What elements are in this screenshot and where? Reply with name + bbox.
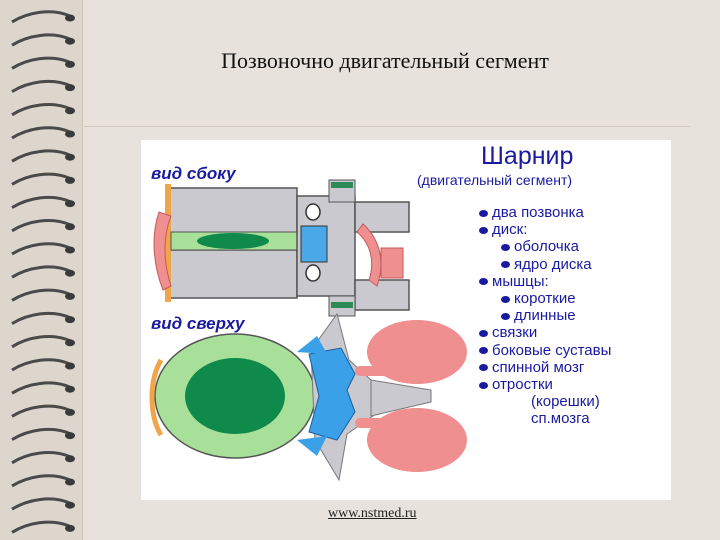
binding-ring <box>11 381 75 395</box>
binding-ring <box>11 427 75 441</box>
nerve-root-lower <box>297 436 327 456</box>
binding-ring <box>11 474 75 488</box>
short-muscle-top-upper <box>355 366 395 376</box>
binding-ring <box>11 33 75 47</box>
lower-vertebra-body <box>168 249 298 299</box>
list-item: ядро диска <box>479 256 611 273</box>
list-item: спинной мозг <box>479 359 611 376</box>
binding-ring <box>11 311 75 325</box>
bullet-icon <box>479 209 488 217</box>
header-rule <box>84 126 690 127</box>
list-item-label: оболочка <box>514 238 579 256</box>
binding-ring <box>11 497 75 511</box>
list-item-label: связки <box>492 324 538 342</box>
list-item-label: длинные <box>514 307 576 325</box>
motion-segment-figure: вид сбоку вид сверху Шарнир (двигательны… <box>141 140 671 500</box>
binding-ring <box>11 219 75 233</box>
list-item: отростки <box>479 376 611 393</box>
binding-ring <box>11 335 75 349</box>
list-item: сп.мозга <box>479 410 611 427</box>
list-item: связки <box>479 324 611 341</box>
binding-ring <box>11 10 75 24</box>
list-item-label: ядро диска <box>514 255 592 273</box>
spinous-process-top <box>370 379 432 417</box>
binding-ring <box>11 149 75 163</box>
list-item: (корешки) <box>479 393 611 410</box>
list-item-label: два позвонка <box>492 204 584 221</box>
binding-ring <box>11 79 75 93</box>
short-muscle-back <box>356 223 382 287</box>
margin-line <box>82 0 83 540</box>
binding-ring <box>11 56 75 70</box>
spinal-cord-side <box>300 225 328 263</box>
bullet-icon <box>479 347 488 355</box>
binding-ring <box>11 265 75 279</box>
list-item: диск: <box>479 221 611 238</box>
hinge-title: Шарнир <box>481 142 574 170</box>
binding-ring <box>11 451 75 465</box>
bullet-icon <box>501 261 510 269</box>
foramen-upper <box>305 203 321 221</box>
spinal-cord-top <box>308 347 356 441</box>
bullet-icon <box>479 329 488 337</box>
lower-spinous-process <box>354 279 410 311</box>
long-muscle-top-lower <box>367 408 467 472</box>
binding-ring <box>11 358 75 372</box>
long-muscle-front <box>153 211 172 291</box>
nerve-root-upper <box>297 336 327 354</box>
list-item: мышцы: <box>479 273 611 290</box>
list-item-label: мышцы: <box>492 272 549 290</box>
side-view-label: вид сбоку <box>151 164 236 183</box>
binding-ring <box>11 242 75 256</box>
list-item-label: спинной мозг <box>492 358 585 376</box>
upper-vertebra-body <box>168 187 298 235</box>
lower-green-cap <box>331 302 353 308</box>
diagram-drawing <box>149 179 467 482</box>
binding-ring <box>11 103 75 117</box>
upper-green-cap <box>331 182 353 188</box>
bullet-icon <box>479 364 488 372</box>
short-muscle-top-lower <box>355 418 395 428</box>
list-item: короткие <box>479 290 611 307</box>
disc-top-nucleus <box>185 358 285 434</box>
slide-title: Позвоночно двигательный сегмент <box>221 48 549 73</box>
list-item-label: короткие <box>514 290 576 308</box>
bullet-icon <box>479 278 488 286</box>
list-item: оболочка <box>479 238 611 255</box>
foramen-lower <box>305 264 321 282</box>
top-view-label: вид сверху <box>151 314 245 333</box>
binding-ring <box>11 520 75 534</box>
bullet-icon <box>479 381 488 389</box>
binding-ring <box>11 172 75 186</box>
ligament-arc-top <box>149 358 164 437</box>
list-item-label: (корешки) <box>531 393 600 411</box>
spiral-binding <box>11 10 75 534</box>
binding-ring <box>11 404 75 418</box>
anterior-ligament <box>165 184 171 302</box>
disc-nucleus <box>197 233 269 249</box>
list-item-label: сп.мозга <box>531 410 590 428</box>
list-item-label: отростки <box>492 376 553 394</box>
list-item: два позвонка <box>479 204 611 221</box>
binding-ring <box>11 288 75 302</box>
binding-ring <box>11 195 75 209</box>
bullet-icon <box>501 312 510 320</box>
hinge-subtitle: (двигательный сегмент) <box>417 172 573 188</box>
posterior-muscle <box>380 247 404 279</box>
bullet-icon <box>479 226 488 234</box>
list-item-label: боковые суставы <box>492 341 612 359</box>
upper-spinous-process <box>354 201 410 233</box>
list-item: боковые суставы <box>479 342 611 359</box>
bullet-icon <box>501 243 510 251</box>
list-item: длинные <box>479 307 611 324</box>
list-item-label: диск: <box>492 221 528 239</box>
source-link[interactable]: www.nstmed.ru <box>328 506 417 521</box>
binding-ring <box>11 126 75 140</box>
bullet-icon <box>501 295 510 303</box>
